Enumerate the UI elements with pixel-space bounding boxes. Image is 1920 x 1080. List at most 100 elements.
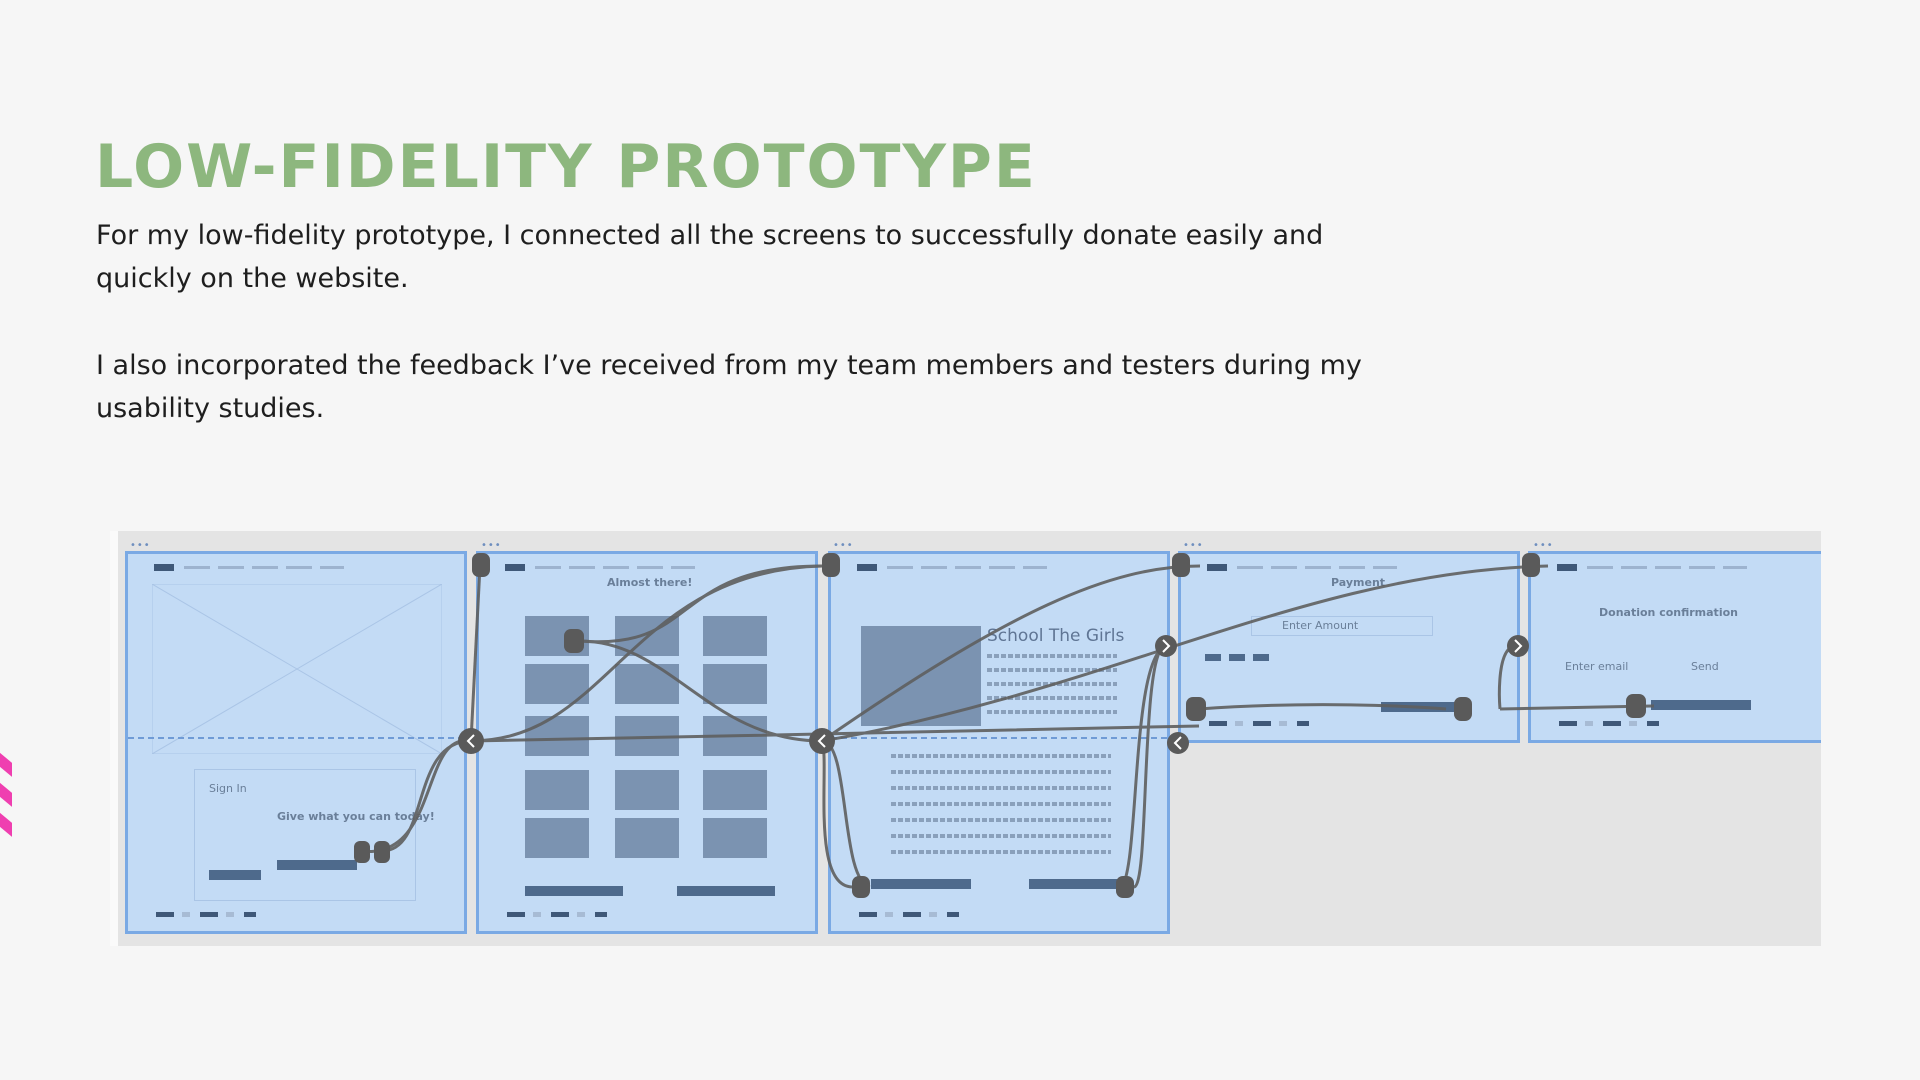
feedback-paragraph: I also incorporated the feedback I’ve re… bbox=[96, 350, 1362, 424]
image-placeholder-icon bbox=[152, 584, 442, 754]
canvas-edge bbox=[110, 531, 118, 946]
signin-heading: Sign In bbox=[209, 782, 247, 795]
chevron-stripe bbox=[0, 741, 12, 777]
footer bbox=[1209, 721, 1309, 726]
logo-placeholder bbox=[857, 564, 877, 571]
frame-marker: ••• bbox=[481, 540, 502, 551]
connector-node bbox=[564, 629, 584, 653]
connector-node bbox=[1626, 694, 1646, 718]
prototype-canvas-image: ••• Sign In Give what you can today! •••… bbox=[110, 531, 1821, 946]
confirmation-heading: Donation confirmation bbox=[1599, 606, 1738, 619]
campaign-card bbox=[703, 616, 767, 656]
back-link-icon bbox=[1167, 732, 1189, 754]
connector-node bbox=[1522, 553, 1540, 577]
next-button bbox=[677, 886, 775, 896]
connection-wire bbox=[1497, 644, 1515, 710]
connector-node bbox=[472, 553, 490, 577]
connection-wire bbox=[821, 564, 1549, 743]
intro-paragraph: For my low-fidelity prototype, I connect… bbox=[96, 220, 1324, 294]
donate-button bbox=[277, 860, 357, 870]
nav-links bbox=[184, 566, 344, 569]
campaign-card bbox=[525, 716, 589, 756]
campaign-card bbox=[525, 818, 589, 858]
fold-line bbox=[831, 737, 1167, 739]
connector-node bbox=[822, 553, 840, 577]
footer bbox=[507, 912, 607, 917]
connection-wire bbox=[470, 564, 823, 743]
campaigns-heading: Almost there! bbox=[607, 576, 693, 589]
chevron-stripe bbox=[0, 801, 12, 837]
nav-links bbox=[1587, 566, 1747, 569]
forward-link-icon bbox=[1507, 635, 1529, 657]
text-lines bbox=[891, 850, 1111, 854]
footer bbox=[859, 912, 959, 917]
campaign-card bbox=[615, 770, 679, 810]
text-lines bbox=[891, 786, 1111, 790]
campaign-card bbox=[615, 818, 679, 858]
back-link-icon bbox=[458, 728, 484, 754]
payment-heading: Payment bbox=[1331, 576, 1386, 589]
payment-method bbox=[1205, 654, 1221, 661]
connection-wire bbox=[579, 564, 823, 644]
email-placeholder: Enter email bbox=[1565, 660, 1629, 673]
campaign-card bbox=[703, 664, 767, 704]
connection-wire bbox=[469, 565, 482, 742]
donate-now-button bbox=[1029, 879, 1129, 889]
connection-wire bbox=[1132, 644, 1167, 889]
text-lines bbox=[891, 770, 1111, 774]
frame-marker: ••• bbox=[1533, 540, 1554, 551]
connector-node bbox=[1186, 697, 1206, 721]
text-lines bbox=[891, 834, 1111, 838]
connection-wire bbox=[579, 639, 823, 743]
campaign-button bbox=[1651, 700, 1751, 710]
signin-button bbox=[209, 870, 261, 880]
connector-node bbox=[1172, 553, 1190, 577]
text-lines bbox=[891, 754, 1111, 758]
text-lines bbox=[891, 802, 1111, 806]
connector-node bbox=[1454, 697, 1472, 721]
logo-placeholder bbox=[154, 564, 174, 571]
footer bbox=[1559, 721, 1659, 726]
campaign-card bbox=[615, 664, 679, 704]
connector-node bbox=[852, 876, 870, 898]
nav-links bbox=[887, 566, 1047, 569]
campaign-card bbox=[703, 818, 767, 858]
logo-placeholder bbox=[505, 564, 525, 571]
connection-wire bbox=[359, 739, 472, 853]
prototype-connections bbox=[354, 553, 1655, 898]
fold-line bbox=[128, 737, 464, 739]
screen-confirmation: ••• Donation confirmation Enter email Se… bbox=[1528, 540, 1821, 743]
page-title: LOW-FIDELITY PROTOTYPE bbox=[95, 132, 1037, 202]
text-lines bbox=[987, 668, 1117, 672]
connector-node bbox=[354, 841, 370, 863]
text-lines bbox=[891, 818, 1111, 822]
send-button-label: Send bbox=[1691, 660, 1719, 673]
logo-placeholder bbox=[1557, 564, 1577, 571]
connection-wire bbox=[821, 564, 1201, 743]
footer bbox=[156, 912, 256, 917]
text-lines bbox=[987, 696, 1117, 700]
campaign-card bbox=[703, 770, 767, 810]
text-lines bbox=[987, 710, 1117, 714]
connection-wire bbox=[470, 724, 1200, 743]
campaign-title: School The Girls bbox=[987, 626, 1125, 646]
amount-placeholder: Enter Amount bbox=[1282, 619, 1359, 632]
nav-links bbox=[535, 566, 695, 569]
back-link-icon bbox=[809, 728, 835, 754]
payment-method bbox=[1253, 654, 1269, 661]
nav-links bbox=[1237, 566, 1397, 569]
forward-link-icon bbox=[1155, 635, 1177, 657]
amount-input: Enter Amount bbox=[1251, 616, 1433, 636]
frame-marker: ••• bbox=[833, 540, 854, 551]
screen-home: ••• Sign In Give what you can today! bbox=[125, 540, 467, 934]
signin-card: Sign In Give what you can today! bbox=[194, 769, 435, 901]
cta-heading: Give what you can today! bbox=[277, 810, 435, 823]
back-button bbox=[871, 879, 971, 889]
logo-placeholder bbox=[1207, 564, 1227, 571]
connection-wire bbox=[1118, 644, 1167, 889]
text-lines bbox=[987, 654, 1117, 658]
screen-campaigns: ••• Almost there! bbox=[476, 540, 818, 934]
back-button bbox=[525, 886, 623, 896]
connector-node bbox=[1116, 876, 1134, 898]
chevron-stripe bbox=[0, 771, 12, 807]
